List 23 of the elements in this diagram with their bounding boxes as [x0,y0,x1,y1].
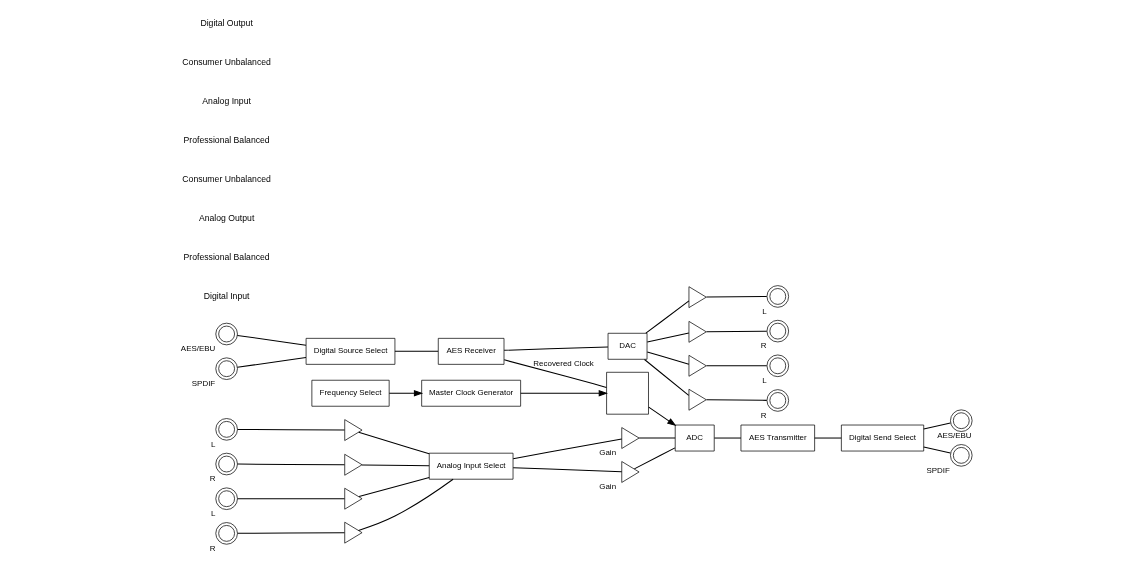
label: Analog Input [201,96,251,107]
node-label: AES/EBU [180,344,215,354]
label: Consumer Unbalanced [181,57,271,68]
node-label: AES/EBU [936,430,972,440]
edge-label: Recovered Clock [532,358,594,368]
node-label: R [760,410,767,420]
node-label: SPDIF [925,465,950,475]
node-label: SPDIF [191,378,215,388]
label: Analog Output [198,213,254,224]
node-label: R [209,543,215,553]
label: Professional Balanced [183,135,270,146]
label: Digital Output [199,18,253,29]
node-label: L [761,306,767,316]
node-label: L [761,375,767,385]
node-label: L [210,439,215,449]
label: Consumer Unbalanced [181,174,271,185]
node-label: Gain [598,447,616,457]
node-label: L [210,508,215,518]
node-label: Gain [598,481,616,491]
label: Digital Input [203,291,249,302]
node-label: R [209,474,215,484]
node-label: R [760,341,767,351]
label: Professional Balanced [183,252,270,263]
